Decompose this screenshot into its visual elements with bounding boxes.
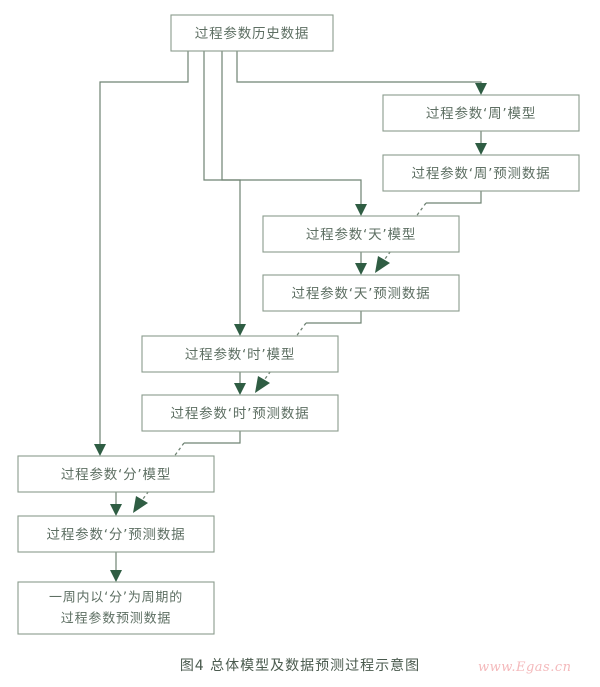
node-final-label-line1: 一周内以‘分’为周期的 bbox=[49, 590, 183, 606]
node-day-model[interactable]: 过程参数‘天’模型 bbox=[262, 215, 460, 253]
node-hour-model-label: 过程参数‘时’模型 bbox=[185, 346, 295, 363]
edge-history-to-hour-model bbox=[203, 51, 246, 336]
edge-history-to-day-model bbox=[221, 51, 367, 216]
node-week-pred-label: 过程参数‘周’预测数据 bbox=[412, 165, 551, 182]
node-hour-pred-label: 过程参数‘时’预测数据 bbox=[171, 405, 310, 422]
watermark: www.Egas.cn bbox=[478, 660, 572, 675]
node-week-model[interactable]: 过程参数‘周’模型 bbox=[382, 94, 580, 132]
node-hour-pred[interactable]: 过程参数‘时’预测数据 bbox=[141, 394, 339, 432]
node-day-pred-label: 过程参数‘天’预测数据 bbox=[292, 285, 431, 302]
node-final-label-line2: 过程参数预测数据 bbox=[61, 611, 171, 627]
edge-history-to-week-model bbox=[236, 51, 487, 95]
node-day-pred[interactable]: 过程参数‘天’预测数据 bbox=[262, 274, 460, 312]
node-week-model-label: 过程参数‘周’模型 bbox=[426, 105, 536, 122]
edge-min-model-to-min-pred bbox=[110, 492, 122, 516]
node-day-model-label: 过程参数‘天’模型 bbox=[306, 226, 416, 243]
figure-caption: 图4 总体模型及数据预测过程示意图 bbox=[179, 658, 421, 674]
node-history[interactable]: 过程参数历史数据 bbox=[170, 14, 334, 52]
node-min-pred[interactable]: 过程参数‘分’预测数据 bbox=[17, 515, 215, 553]
node-min-pred-label: 过程参数‘分’预测数据 bbox=[47, 526, 186, 543]
node-min-model-label: 过程参数‘分’模型 bbox=[61, 466, 171, 483]
edge-day-model-to-day-pred bbox=[355, 252, 367, 275]
node-final[interactable]: 一周内以‘分’为周期的 过程参数预测数据 bbox=[17, 581, 215, 635]
edge-history-to-min-model bbox=[94, 51, 189, 456]
node-week-pred[interactable]: 过程参数‘周’预测数据 bbox=[382, 154, 580, 192]
edge-hour-model-to-hour-pred bbox=[234, 372, 246, 395]
node-hour-model[interactable]: 过程参数‘时’模型 bbox=[141, 335, 339, 373]
edge-min-pred-to-final bbox=[110, 552, 122, 582]
node-history-label: 过程参数历史数据 bbox=[195, 25, 309, 42]
edge-week-model-to-week-pred bbox=[475, 131, 487, 155]
node-min-model[interactable]: 过程参数‘分’模型 bbox=[17, 455, 215, 493]
